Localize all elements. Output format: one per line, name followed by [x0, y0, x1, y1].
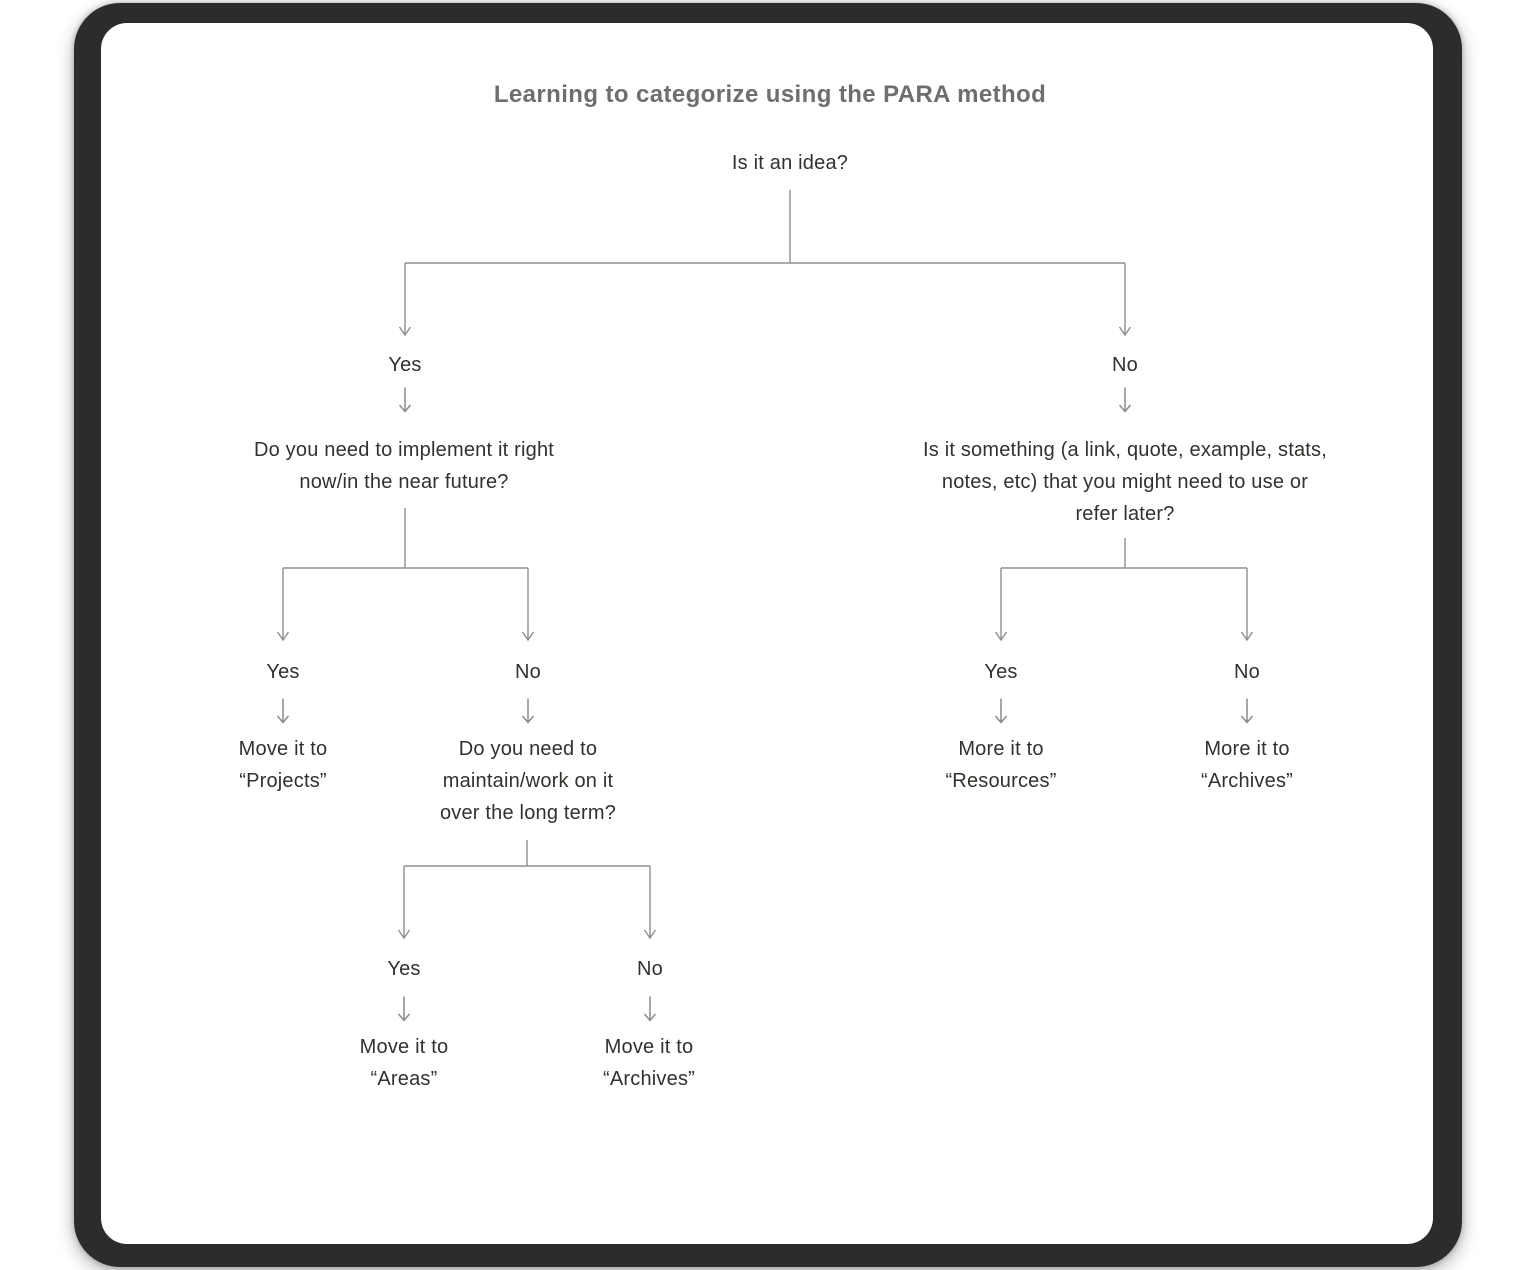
- branch-label-yes-reference: Yes: [984, 661, 1018, 683]
- result-archives-right: More it to “Archives”: [1200, 738, 1294, 792]
- result-resources: More it to “Resources”: [945, 738, 1057, 792]
- result-areas: Move it to “Areas”: [359, 1036, 449, 1090]
- result-archives-left: Move it to “Archives”: [602, 1036, 696, 1090]
- question-maintain-long-term: Do you need to maintain/work on it over …: [439, 738, 617, 824]
- down-arrow-icon: [275, 697, 291, 725]
- down-arrow-icon: [520, 697, 536, 725]
- branch-label-no-implement: No: [515, 661, 541, 683]
- branch-label-yes-maintain: Yes: [387, 958, 421, 980]
- branch-label-no-root: No: [1112, 354, 1138, 376]
- content-card: [101, 23, 1433, 1244]
- node-root-question: Is it an idea?: [731, 152, 849, 174]
- branch-label-yes-root: Yes: [388, 354, 422, 376]
- branch-label-no-maintain: No: [637, 958, 663, 980]
- question-reference-later: Is it something (a link, quote, example,…: [922, 439, 1328, 525]
- down-arrow-icon: [1239, 697, 1255, 725]
- down-arrow-icon: [642, 995, 658, 1023]
- result-projects: Move it to “Projects”: [238, 738, 328, 792]
- branch-label-yes-implement: Yes: [266, 661, 300, 683]
- question-implement-soon: Do you need to implement it right now/in…: [253, 439, 555, 493]
- down-arrow-icon: [993, 697, 1009, 725]
- branch-label-no-reference: No: [1234, 661, 1260, 683]
- page-title: Learning to categorize using the PARA me…: [493, 81, 1047, 108]
- down-arrow-icon: [397, 386, 413, 414]
- down-arrow-icon: [1117, 386, 1133, 414]
- down-arrow-icon: [396, 995, 412, 1023]
